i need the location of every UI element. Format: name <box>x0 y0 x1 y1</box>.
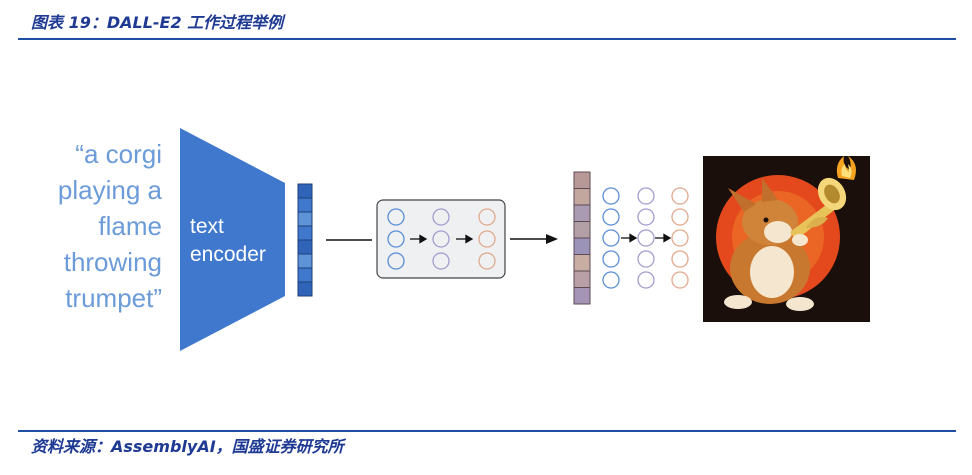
prompt-line-1: “a corgi <box>75 139 162 169</box>
prior-box <box>376 199 506 279</box>
decoder-nodes <box>602 187 689 289</box>
text-encoder-shape <box>180 128 285 351</box>
encoder-label-line-2: encoder <box>190 243 266 266</box>
figure-caption: 图表 19：DALL-E2 工作过程举例 <box>31 13 284 32</box>
text-encoder-label: text encoder <box>190 213 266 269</box>
prior-inner-arrows <box>410 234 474 244</box>
prompt-line-3: flame <box>98 211 162 241</box>
text-prompt: “a corgi playing a flame throwing trumpe… <box>20 136 162 316</box>
source-note: 资料来源：AssemblyAI，国盛证券研究所 <box>31 437 344 456</box>
prompt-line-4: throwing <box>63 247 162 277</box>
arrowhead <box>546 234 558 244</box>
image-embedding <box>573 171 591 305</box>
bottom-rule <box>18 430 956 432</box>
decoder-inner-arrows <box>621 233 672 243</box>
top-rule <box>18 38 956 40</box>
prior-nodes <box>387 208 496 270</box>
encoder-label-line-1: text <box>190 215 224 238</box>
corgi-trumpet-icon <box>703 156 870 322</box>
prompt-line-5: trumpet” <box>65 283 162 313</box>
prompt-line-2: playing a <box>57 175 162 205</box>
text-embedding <box>297 183 313 297</box>
